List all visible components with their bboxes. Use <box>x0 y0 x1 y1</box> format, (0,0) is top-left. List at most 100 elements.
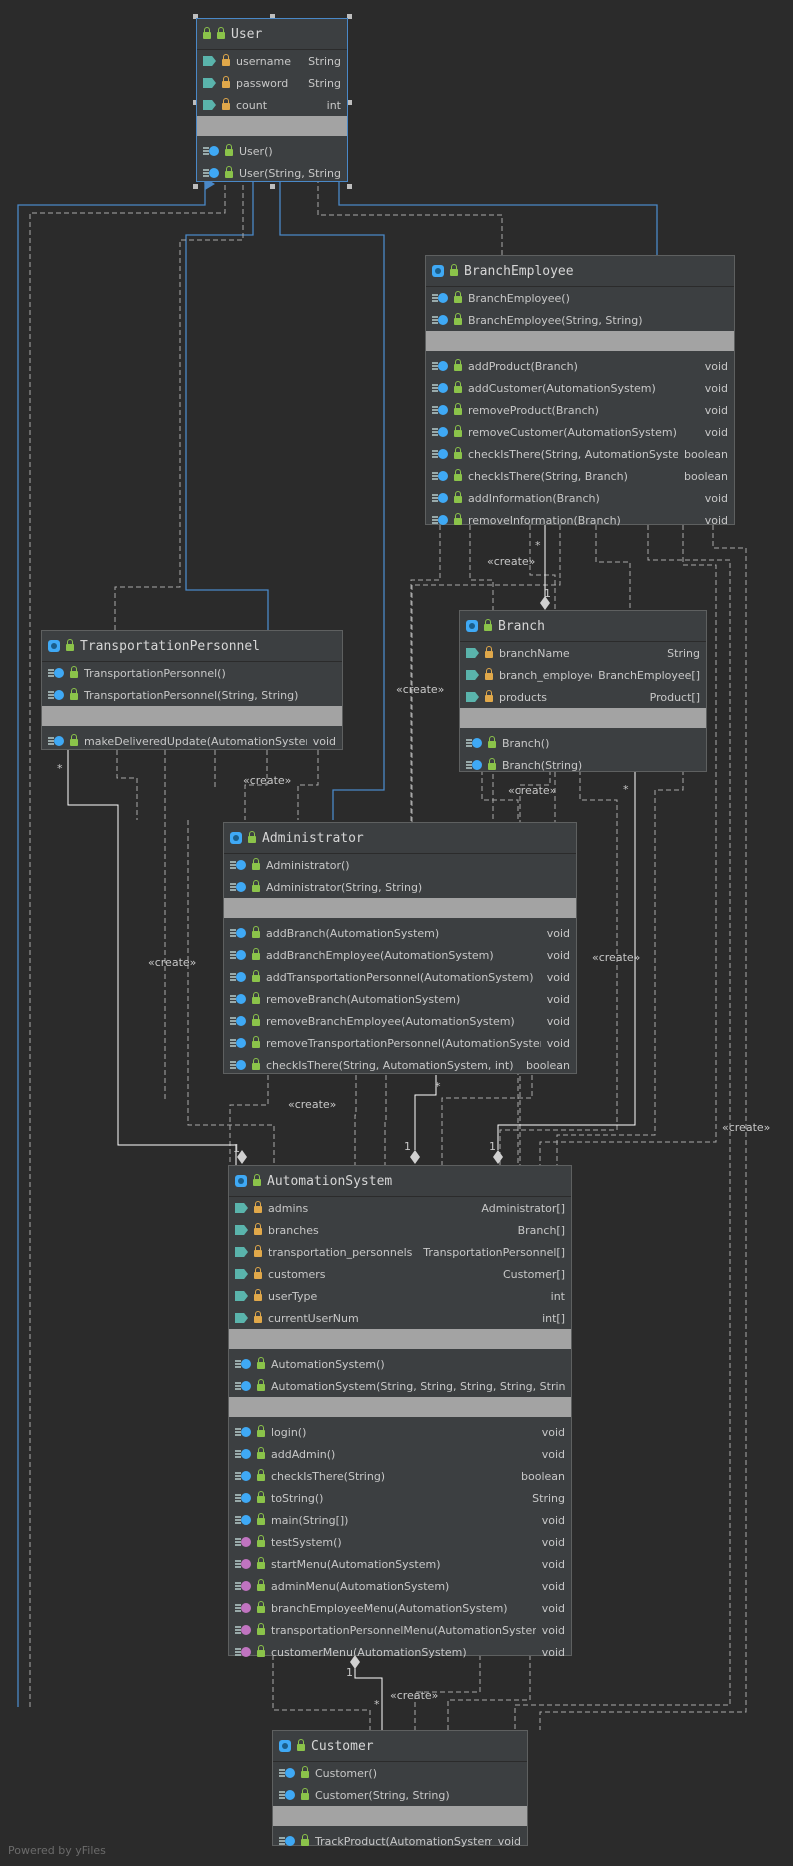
method-row[interactable]: checkIsThere(String, AutomationSystem)bo… <box>426 443 734 465</box>
constructor-row[interactable]: Administrator() <box>224 854 576 876</box>
constructor-row[interactable]: BranchEmployee(String, String) <box>426 309 734 331</box>
method-icon <box>230 1037 246 1049</box>
constructor-row[interactable]: AutomationSystem(String, String, String,… <box>229 1375 571 1397</box>
method-row[interactable]: login()void <box>229 1421 571 1443</box>
multiplicity-label: 1 <box>489 1140 496 1153</box>
constructor-row[interactable]: AutomationSystem() <box>229 1353 571 1375</box>
method-row[interactable]: addTransportationPersonnel(AutomationSys… <box>224 966 576 988</box>
lock-icon <box>301 1788 309 1800</box>
field-type: String <box>308 54 341 68</box>
constructor-row[interactable]: Customer() <box>273 1762 527 1784</box>
method-icon <box>235 1624 251 1636</box>
field-name: branchName <box>499 646 570 660</box>
method-row[interactable]: addCustomer(AutomationSystem)void <box>426 377 734 399</box>
constructor-row[interactable]: User(String, String) <box>197 162 347 184</box>
class-administrator[interactable]: Administrator Administrator() Administra… <box>223 822 577 1074</box>
method-row[interactable]: removeTransportationPersonnel(Automation… <box>224 1032 576 1054</box>
return-type: boolean <box>526 1058 570 1072</box>
method-row[interactable]: checkIsThere(String)boolean <box>229 1465 571 1487</box>
selection-handle[interactable] <box>193 14 198 19</box>
field-type: int <box>550 1289 565 1303</box>
class-icon <box>235 1175 247 1187</box>
selection-handle[interactable] <box>193 100 198 105</box>
method-name: checkIsThere(String, Branch) <box>468 469 628 483</box>
method-row[interactable]: testSystem()void <box>229 1531 571 1553</box>
method-row[interactable]: checkIsThere(String, Branch)boolean <box>426 465 734 487</box>
method-row[interactable]: branchEmployeeMenu(AutomationSystem)void <box>229 1597 571 1619</box>
field-row[interactable]: branch_employeesBranchEmployee[] <box>460 664 706 686</box>
selection-handle[interactable] <box>270 184 275 189</box>
method-row[interactable]: addBranch(AutomationSystem)void <box>224 922 576 944</box>
lock-icon <box>252 880 260 892</box>
create-label: «create» <box>722 1121 771 1134</box>
method-icon <box>235 1580 251 1592</box>
return-type: void <box>541 1557 565 1571</box>
method-row[interactable]: addInformation(Branch)void <box>426 487 734 509</box>
method-row[interactable]: TrackProduct(AutomationSystem)void <box>273 1830 527 1852</box>
constructor-row[interactable]: Customer(String, String) <box>273 1784 527 1806</box>
section-divider <box>229 1397 571 1417</box>
constructor-row[interactable]: TransportationPersonnel(String, String) <box>42 684 342 706</box>
selection-handle[interactable] <box>347 100 352 105</box>
method-row[interactable]: adminMenu(AutomationSystem) void <box>229 1575 571 1597</box>
method-icon <box>432 448 448 460</box>
constructor-row[interactable]: BranchEmployee() <box>426 287 734 309</box>
method-row[interactable]: addAdmin()void <box>229 1443 571 1465</box>
lock-icon <box>222 54 230 66</box>
method-row[interactable]: checkIsThere(String, AutomationSystem, i… <box>224 1054 576 1076</box>
constructor-row[interactable]: TransportationPersonnel() <box>42 662 342 684</box>
class-customer[interactable]: Customer Customer() Customer(String, Str… <box>272 1730 528 1848</box>
class-name: Administrator <box>262 830 364 846</box>
method-row[interactable]: transportationPersonnelMenu(AutomationSy… <box>229 1619 571 1641</box>
method-row[interactable]: removeCustomer(AutomationSystem)void <box>426 421 734 443</box>
method-row[interactable]: removeInformation(Branch)void <box>426 509 734 531</box>
lock-icon <box>450 264 458 276</box>
method-row[interactable]: addBranchEmployee(AutomationSystem)void <box>224 944 576 966</box>
return-type: void <box>704 359 728 373</box>
selection-handle[interactable] <box>193 184 198 189</box>
method-row[interactable]: toString()String <box>229 1487 571 1509</box>
method-row[interactable]: customerMenu(AutomationSystem)void <box>229 1641 571 1663</box>
return-type: void <box>541 1425 565 1439</box>
constructor-row[interactable]: Branch(String) <box>460 754 706 776</box>
method-name: adminMenu(AutomationSystem) <box>271 1579 450 1593</box>
method-row[interactable]: removeBranchEmployee(AutomationSystem)vo… <box>224 1010 576 1032</box>
selection-handle[interactable] <box>347 14 352 19</box>
constructor-row[interactable]: Administrator(String, String) <box>224 876 576 898</box>
return-type: void <box>541 1645 565 1659</box>
method-row[interactable]: main(String[])void <box>229 1509 571 1531</box>
method-row[interactable]: removeProduct(Branch)void <box>426 399 734 421</box>
class-branch-employee[interactable]: BranchEmployee BranchEmployee() BranchEm… <box>425 255 735 527</box>
field-icon <box>466 670 479 680</box>
method-row[interactable]: startMenu(AutomationSystem)void <box>229 1553 571 1575</box>
lock-icon <box>301 1834 309 1846</box>
class-transportation-personnel[interactable]: TransportationPersonnel TransportationPe… <box>41 630 343 750</box>
class-icon <box>466 620 478 632</box>
return-type: void <box>541 1579 565 1593</box>
method-row[interactable]: removeBranch(AutomationSystem)void <box>224 988 576 1010</box>
method-icon <box>279 1789 295 1801</box>
field-type: String <box>308 76 341 90</box>
selection-handle[interactable] <box>347 184 352 189</box>
method-row[interactable]: addProduct(Branch)void <box>426 355 734 377</box>
constructor-row[interactable]: Branch() <box>460 732 706 754</box>
constructor-row[interactable]: User() <box>197 140 347 162</box>
multiplicity-label: 1 <box>544 587 551 600</box>
field-icon <box>235 1225 248 1235</box>
selection-handle[interactable] <box>270 14 275 19</box>
method-row[interactable]: makeDeliveredUpdate(AutomationSystem)voi… <box>42 730 342 752</box>
